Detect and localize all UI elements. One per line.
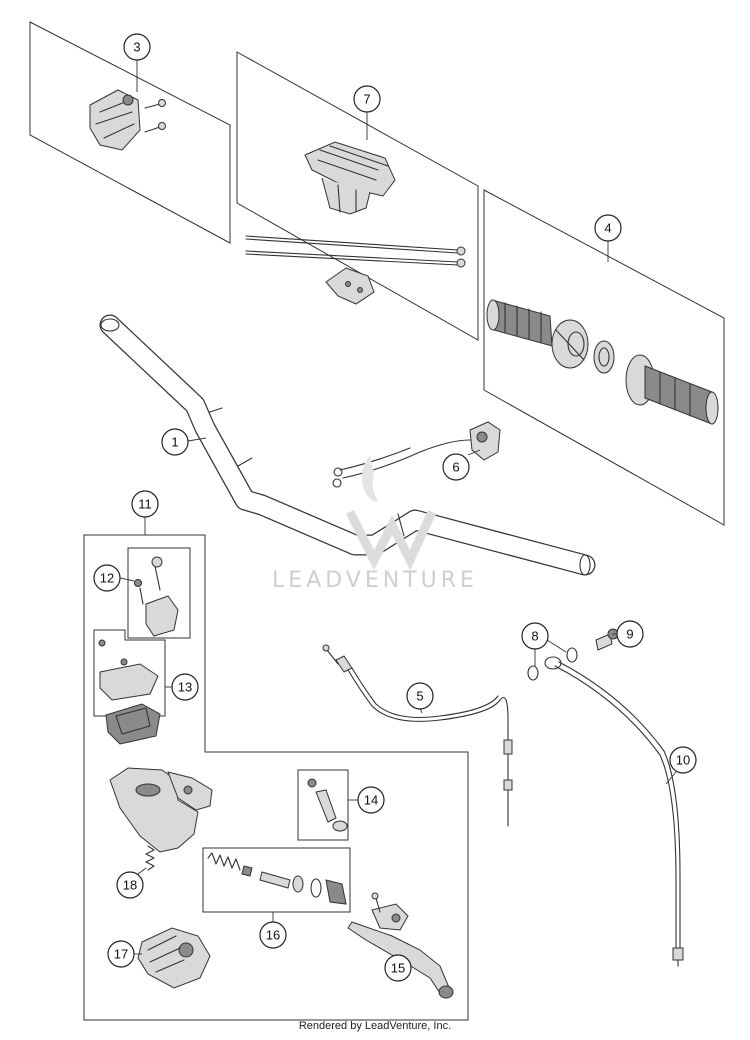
spring-part[interactable] (137, 845, 155, 875)
bracket-part[interactable] (325, 267, 375, 305)
callout-label-7: 7 (363, 92, 370, 107)
callout-7[interactable]: 7 (353, 85, 381, 113)
callout-label-3: 3 (133, 40, 140, 55)
switch-housing-part[interactable] (89, 89, 141, 151)
callout-18[interactable]: 18 (116, 871, 144, 899)
callout-label-6: 6 (452, 460, 459, 475)
callout-15[interactable]: 15 (384, 954, 412, 982)
callout-label-15: 15 (391, 961, 405, 976)
washer-part[interactable] (527, 639, 578, 681)
clamp-part[interactable] (134, 556, 179, 637)
callout-16[interactable]: 16 (259, 921, 287, 949)
group-11-outline (83, 516, 469, 1021)
callout-label-17: 17 (114, 947, 128, 962)
grip-right-part[interactable] (625, 354, 719, 425)
panel-3 (29, 21, 231, 244)
callout-10[interactable]: 10 (669, 746, 697, 774)
panel-16 (202, 847, 351, 922)
screw-part[interactable] (144, 99, 166, 133)
piston-kit-part[interactable] (207, 852, 347, 905)
callout-label-12: 12 (100, 571, 114, 586)
panel-13 (93, 629, 172, 745)
callout-label-1: 1 (171, 435, 178, 450)
lever-cover-part[interactable] (134, 927, 211, 989)
callout-8[interactable]: 8 (521, 622, 549, 650)
watermark: LEADVENTURE (272, 455, 478, 593)
callout-label-10: 10 (676, 753, 690, 768)
banjo-bolt-part[interactable] (595, 628, 619, 651)
callout-label-11: 11 (138, 497, 152, 512)
footer-credit: Rendered by LeadVenture, Inc. (298, 1020, 452, 1032)
switch-cover-part[interactable] (304, 141, 396, 215)
watermark-text: LEADVENTURE (272, 568, 478, 593)
throttle-cable-part[interactable] (322, 644, 513, 827)
callout-6[interactable]: 6 (442, 453, 470, 481)
callout-label-8: 8 (531, 629, 538, 644)
callout-label-16: 16 (266, 928, 280, 943)
callout-9[interactable]: 9 (616, 620, 644, 648)
pivot-bolt-part[interactable] (307, 778, 348, 832)
panel-7 (236, 51, 479, 341)
panel-4 (483, 189, 725, 526)
callout-label-14: 14 (364, 793, 378, 808)
master-cylinder-part[interactable] (109, 767, 213, 853)
handlebar-part[interactable] (99, 314, 596, 576)
diaphragm-part[interactable] (105, 703, 161, 745)
callout-17[interactable]: 17 (107, 940, 135, 968)
callout-label-9: 9 (626, 627, 633, 642)
cable-tie-part[interactable] (245, 235, 466, 268)
brake-line-part[interactable] (544, 656, 684, 967)
kill-switch-part[interactable] (332, 421, 501, 488)
reservoir-cover-part[interactable] (98, 639, 159, 701)
callout-13[interactable]: 13 (171, 673, 199, 701)
callout-12[interactable]: 12 (93, 564, 121, 592)
panel-12 (119, 547, 191, 639)
callout-4[interactable]: 4 (594, 214, 622, 242)
callout-label-4: 4 (604, 221, 611, 236)
throttle-tube-part[interactable] (551, 319, 589, 369)
callout-5[interactable]: 5 (406, 682, 434, 710)
panel-14 (297, 769, 358, 841)
callout-label-18: 18 (123, 878, 137, 893)
callout-11[interactable]: 11 (131, 490, 159, 518)
callout-label-5: 5 (416, 689, 423, 704)
callout-3[interactable]: 3 (123, 33, 151, 61)
callout-1[interactable]: 1 (161, 428, 189, 456)
callout-label-13: 13 (178, 680, 192, 695)
throttle-ring-part[interactable] (593, 340, 615, 374)
callout-14[interactable]: 14 (357, 786, 385, 814)
